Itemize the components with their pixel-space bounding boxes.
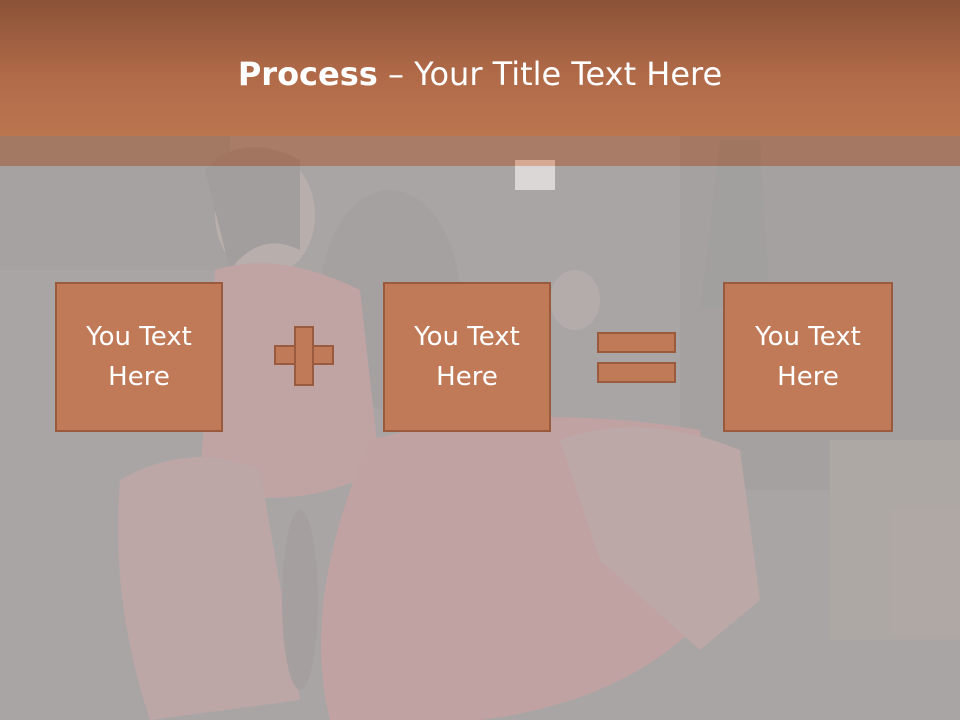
text-box-2-line1: You Text <box>414 322 520 352</box>
title-bold: Process <box>237 55 378 93</box>
text-box-1-line1: You Text <box>86 322 192 352</box>
equals-icon-top <box>597 332 676 353</box>
text-box-2[interactable]: You Text Here <box>383 282 551 432</box>
text-box-2-line2: Here <box>436 362 498 392</box>
text-box-3[interactable]: You Text Here <box>723 282 893 432</box>
plus-icon-center <box>296 347 312 363</box>
slide-title: Process – Your Title Text Here <box>0 52 960 96</box>
title-rest: – Your Title Text Here <box>377 55 723 93</box>
equals-icon-bottom <box>597 362 676 383</box>
text-box-3-line2: Here <box>777 362 839 392</box>
title-bar: Process – Your Title Text Here <box>0 0 960 136</box>
text-box-3-line1: You Text <box>755 322 861 352</box>
background-overlay <box>0 166 960 720</box>
text-box-1-line2: Here <box>108 362 170 392</box>
text-box-1[interactable]: You Text Here <box>55 282 223 432</box>
title-strip <box>0 136 960 166</box>
